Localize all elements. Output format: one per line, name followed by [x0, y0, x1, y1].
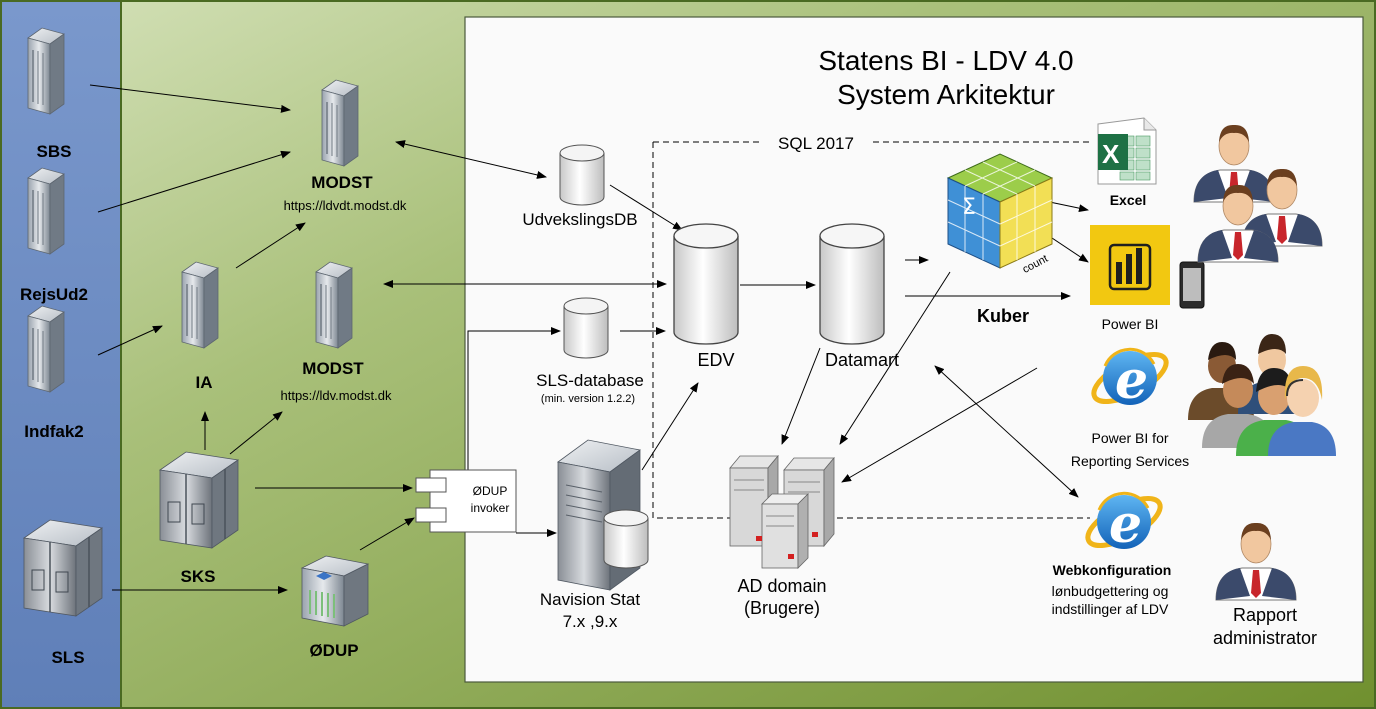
arrow-sbs-modst	[89, 84, 291, 113]
arrow-navision-edv	[641, 382, 699, 471]
label-navision-1: Navision Stat	[540, 590, 640, 609]
diagram-title-line2: System Arkitektur	[837, 79, 1055, 110]
arrow-udveksling-edv	[609, 184, 683, 231]
label-invoker-1: ØDUP	[473, 484, 508, 498]
arrow-kuber-ad	[839, 271, 951, 445]
sls-mainframe-icon	[23, 519, 103, 617]
indfak2-server-icon	[27, 305, 65, 393]
label-sql-2017: SQL 2017	[778, 134, 854, 153]
label-webkonfig-2: indstillinger af LDV	[1052, 601, 1169, 617]
datamart-database-icon	[819, 223, 885, 345]
rejsud2-server-icon	[27, 167, 65, 255]
label-modst-top-url: https://ldvdt.modst.dk	[284, 198, 407, 213]
edv-database-icon	[673, 223, 739, 345]
label-udvekslingsdb: UdvekslingsDB	[522, 210, 637, 229]
arrow-rejsud2-modst	[97, 150, 291, 213]
ad-domain-servers-icon	[729, 454, 835, 569]
label-pbi-reporting-2: Reporting Services	[1071, 453, 1189, 469]
modst-top-server-icon	[321, 79, 359, 167]
sks-mainframe-icon	[159, 451, 239, 549]
arrow-indfak2-ia	[97, 325, 163, 356]
label-ia: IA	[196, 373, 213, 392]
label-pbi-reporting-1: Power BI for	[1091, 430, 1168, 446]
arrow-ia-modst	[235, 222, 306, 269]
label-power-bi: Power BI	[1102, 316, 1159, 332]
arrow-invoker-sls	[467, 327, 561, 470]
label-kuber: Kuber	[977, 306, 1029, 326]
label-modst-top: MODST	[311, 173, 373, 192]
diagram-title-line1: Statens BI - LDV 4.0	[818, 45, 1073, 76]
odup-invoker-box: ØDUP invoker	[415, 469, 517, 533]
label-webkonfig-1: lønbudgettering og	[1052, 583, 1169, 599]
label-webkonfig-title: Webkonfiguration	[1053, 562, 1172, 578]
label-sbs: SBS	[37, 142, 72, 161]
label-indfak2: Indfak2	[24, 422, 84, 441]
kuber-cube-icon: Σ count	[946, 153, 1054, 276]
arrow-sks-modst	[229, 411, 283, 455]
sql-boundary	[652, 141, 1090, 519]
udvekslingsdb-icon	[559, 144, 605, 206]
label-invoker-2: invoker	[471, 501, 510, 515]
label-sls: SLS	[51, 648, 84, 667]
power-bi-icon	[1090, 225, 1170, 305]
label-navision-2: 7.x ,9.x	[563, 612, 618, 631]
label-sls-database: SLS-database	[536, 371, 644, 390]
svg-text:X: X	[1102, 139, 1120, 169]
label-odup: ØDUP	[309, 641, 358, 660]
connectors	[89, 84, 1089, 594]
label-sls-database-note: (min. version 1.2.2)	[541, 393, 635, 405]
label-modst-mid: MODST	[302, 359, 364, 378]
odup-router-icon	[300, 555, 370, 627]
arrow-datamart-webkonfig	[934, 365, 1079, 498]
modst-mid-server-icon	[315, 261, 353, 349]
label-rapport-1: Rapport	[1233, 605, 1297, 625]
ia-server-icon	[181, 261, 219, 349]
excel-icon: X	[1097, 117, 1157, 185]
arrow-odup-invoker	[359, 517, 415, 551]
sbs-server-icon	[27, 27, 65, 115]
navision-server-icon	[557, 439, 649, 591]
label-rapport-2: administrator	[1213, 628, 1317, 648]
label-excel: Excel	[1110, 192, 1147, 208]
label-rejsud2: RejsUd2	[20, 285, 88, 304]
arrow-datamart-ad	[781, 347, 821, 445]
label-edv: EDV	[697, 350, 734, 370]
label-sks: SKS	[181, 567, 216, 586]
label-modst-mid-url: https://ldv.modst.dk	[280, 388, 392, 403]
label-ad-domain-2: (Brugere)	[744, 598, 820, 618]
arrow-modst-udveksling	[395, 140, 547, 179]
svg-text:Σ: Σ	[962, 195, 976, 220]
label-ad-domain-1: AD domain	[737, 576, 826, 596]
smartphone-icon	[1179, 261, 1205, 309]
label-datamart: Datamart	[825, 350, 899, 370]
sls-database-icon	[563, 297, 609, 359]
users-group-bottom-icon	[1188, 334, 1336, 456]
